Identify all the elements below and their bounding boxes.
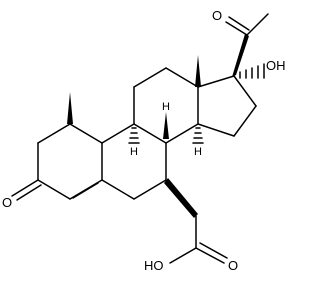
bond-c2-c3 — [37, 179, 71, 200]
hash-c14-h — [192, 127, 204, 144]
bond-cooh-o — [195, 247, 225, 264]
wedge-c8-h — [163, 112, 169, 139]
hydroxyl-label: OH — [266, 58, 286, 73]
structure-canvas: O O OH HO O H H H — [2, 8, 286, 273]
bond-c14-c8 — [165, 123, 199, 144]
bond-c6-c7 — [133, 179, 167, 200]
wedge-c10-methyl — [67, 92, 73, 124]
hash-c17-oh — [239, 63, 265, 79]
acetyl-oxygen-label: O — [212, 8, 222, 23]
acid-hydroxyl-label: HO — [144, 258, 164, 273]
bond-c3-o-double — [16, 184, 42, 201]
bond-c13-c17 — [197, 75, 235, 88]
bond-c5-c10 — [69, 123, 103, 144]
bond-acetyl-methyl — [246, 13, 269, 36]
bond-c15-c14 — [197, 123, 235, 137]
acid-oxygen-label: O — [228, 258, 238, 273]
bond-c9-c10 — [101, 123, 135, 144]
bond-acetyl-co — [225, 21, 248, 36]
bond-c3-o — [11, 179, 39, 197]
ketone-oxygen-label: O — [2, 195, 12, 210]
h14-label: H — [194, 146, 202, 158]
bond-acetyl-co-double — [228, 16, 250, 31]
bond-c12-c13 — [165, 67, 199, 88]
bond-c11-c12 — [133, 67, 167, 88]
skeletal-formula: O O OH HO O H H H — [2, 8, 286, 273]
h8-label: H — [162, 101, 170, 113]
bond-c10-c1 — [37, 123, 71, 144]
bond-c8-c9 — [133, 123, 167, 144]
bond-cooh-o-double — [199, 242, 228, 259]
h9-label: H — [130, 146, 138, 158]
bond-c5-c6 — [101, 179, 135, 200]
wedge-c7-ch2 — [164, 178, 198, 218]
wedge-c17-acetyl — [232, 34, 249, 77]
bond-c16-c15 — [233, 105, 257, 137]
bond-c4-c5-double — [72, 182, 99, 199]
hash-c9-h — [128, 127, 140, 144]
bond-c17-c16 — [233, 75, 257, 107]
bond-cooh-oh — [169, 247, 197, 264]
wedge-c13-methyl — [195, 55, 201, 87]
